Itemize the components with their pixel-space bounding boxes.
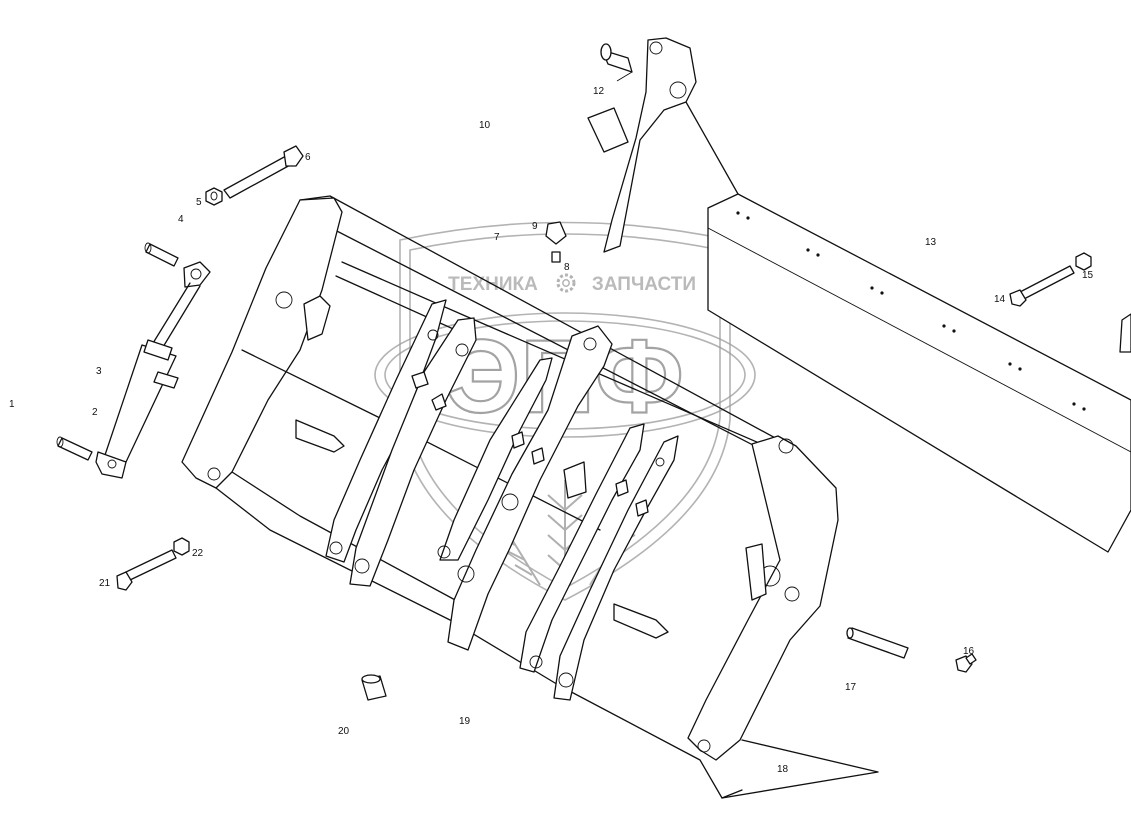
pin-upper [144, 242, 179, 267]
callout-3: 3 [96, 366, 102, 377]
callout-13: 13 [925, 237, 937, 248]
callout-15: 15 [1082, 270, 1094, 281]
callout-10: 10 [479, 120, 491, 131]
callout-6: 6 [305, 152, 311, 163]
watermark-right-word: ЗАПЧАСТИ [592, 274, 696, 295]
nut-lower [173, 537, 190, 556]
bolt-blade [1009, 265, 1075, 307]
nut-upper [205, 187, 223, 206]
watermark-gear-icon [556, 273, 576, 293]
grease-fitting [545, 221, 567, 263]
callout-17: 17 [845, 682, 857, 693]
linkage-bracket [603, 37, 739, 253]
pin-lower [56, 436, 93, 461]
callout-22: 22 [192, 548, 204, 559]
nut-blade [1075, 252, 1092, 271]
callout-1: 1 [9, 399, 15, 410]
callout-14: 14 [994, 294, 1006, 305]
bolt-long-upper [223, 145, 304, 199]
callout-12: 12 [593, 86, 605, 97]
callout-5: 5 [196, 197, 202, 208]
callout-8: 8 [564, 262, 570, 273]
bolt-small [955, 653, 977, 673]
pin-right [846, 627, 909, 659]
callout-20: 20 [338, 726, 350, 737]
callout-16: 16 [963, 646, 975, 657]
callout-19: 19 [459, 716, 471, 727]
hydraulic-cylinder [95, 261, 211, 479]
callout-4: 4 [178, 214, 184, 225]
bucket-frame [181, 195, 879, 799]
callout-labels: 1 2 3 4 5 6 7 8 9 10 12 13 14 15 16 17 1… [9, 86, 1094, 775]
callout-18: 18 [777, 764, 789, 775]
callout-7: 7 [494, 232, 500, 243]
callout-9: 9 [532, 221, 538, 232]
cutting-edge-blade [707, 193, 1131, 553]
bolt-long-lower [116, 549, 177, 591]
bushing-lower [361, 674, 387, 701]
leader-lines [616, 71, 633, 82]
callout-21: 21 [99, 578, 111, 589]
bushing-upper [600, 43, 633, 73]
wear-plate-small [587, 107, 629, 153]
callout-2: 2 [92, 407, 98, 418]
